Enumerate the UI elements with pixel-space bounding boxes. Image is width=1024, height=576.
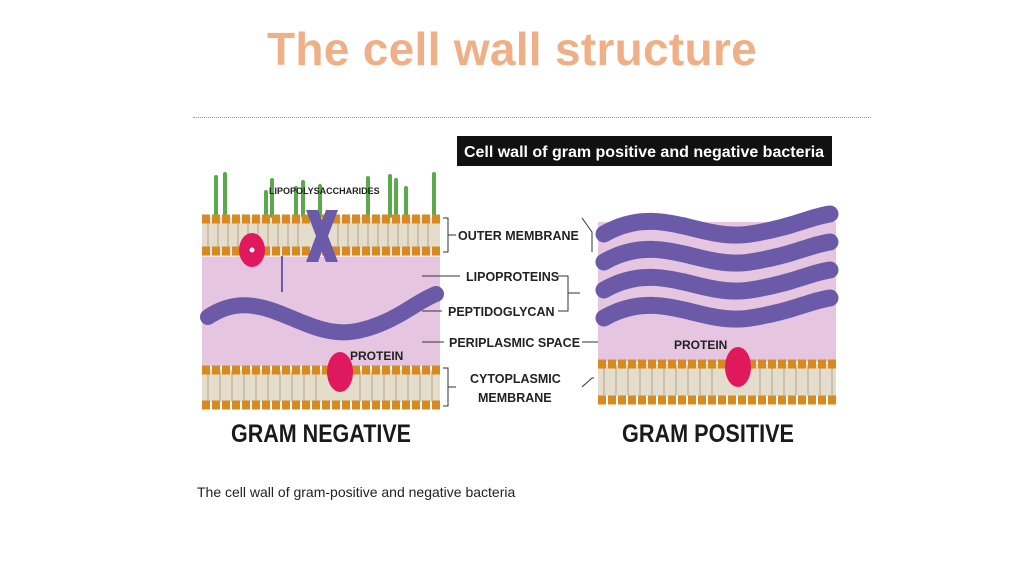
label-gram-negative: GRAM NEGATIVE bbox=[231, 420, 411, 448]
label-gram-positive: GRAM POSITIVE bbox=[622, 420, 794, 448]
label-protein-right: PROTEIN bbox=[674, 338, 727, 352]
label-outer-membrane: OUTER MEMBRANE bbox=[458, 229, 579, 243]
label-lipoproteins: LIPOPROTEINS bbox=[466, 270, 559, 284]
gp-membrane-protein bbox=[725, 347, 751, 387]
gp-peptidoglycan-layers bbox=[595, 205, 839, 328]
title-divider bbox=[193, 117, 871, 118]
label-protein-left: PROTEIN bbox=[350, 349, 403, 363]
banner-text: Cell wall of gram positive and negative … bbox=[464, 144, 824, 161]
label-peptidoglycan: PEPTIDOGLYCAN bbox=[448, 305, 555, 319]
gram-positive-panel: PROTEIN GRAM POSITIVE bbox=[595, 205, 839, 448]
gp-cytoplasmic-membrane bbox=[598, 359, 836, 405]
gn-cytoplasmic-membrane bbox=[202, 365, 440, 410]
center-labels: OUTER MEMBRANE LIPOPROTEINS PEPTIDOGLYCA… bbox=[422, 217, 602, 407]
slide-title: The cell wall structure bbox=[266, 23, 758, 75]
gn-peptidoglycan bbox=[200, 286, 444, 341]
banner-background bbox=[457, 136, 832, 166]
label-periplasmic-space: PERIPLASMIC SPACE bbox=[449, 336, 580, 350]
figure-caption: The cell wall of gram-positive and negat… bbox=[197, 484, 516, 500]
label-cytoplasmic-line1: CYTOPLASMIC bbox=[470, 372, 561, 386]
gram-negative-panel: LIPOPOLYSACCHARIDES PROTEIN GRAM NEGATIV… bbox=[200, 172, 444, 448]
gn-membrane-protein bbox=[327, 352, 353, 392]
label-lipopolysaccharides: LIPOPOLYSACCHARIDES bbox=[269, 186, 380, 196]
lps-strands bbox=[214, 172, 436, 218]
label-cytoplasmic-line2: MEMBRANE bbox=[478, 391, 552, 405]
cell-wall-diagram: Cell wall of gram positive and negative … bbox=[200, 136, 839, 448]
porin-protein bbox=[306, 210, 338, 262]
